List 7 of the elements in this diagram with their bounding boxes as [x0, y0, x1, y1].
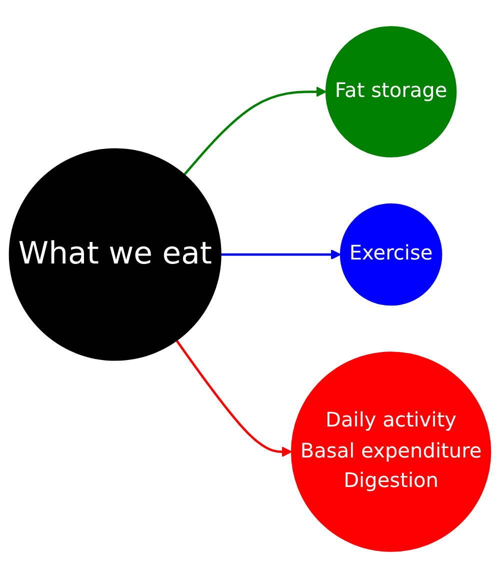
arrow: [183, 86, 326, 176]
node-circle: Daily activity Basal expenditure Digestion: [290, 352, 492, 552]
node-circle: Exercise: [340, 203, 442, 306]
node-circle: Fat storage: [325, 26, 457, 158]
arrow: [176, 340, 292, 457]
node-circle: What we eat: [8, 148, 222, 361]
arrow: [220, 249, 341, 260]
